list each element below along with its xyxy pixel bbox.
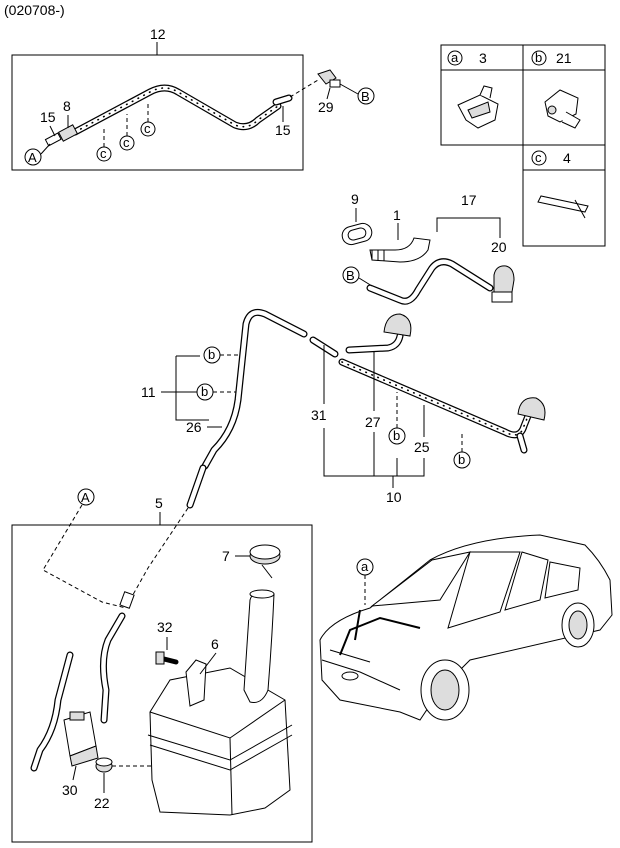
hose-joint-8: [44, 124, 79, 147]
legend-a-letter: a: [451, 50, 459, 65]
legend-b-part: 21: [556, 50, 572, 66]
reservoir-assembly: 30 22 6 7 32: [30, 544, 293, 816]
legend-a-part: 3: [479, 50, 487, 66]
callout-1: 1: [393, 207, 401, 223]
svg-text:b: b: [458, 452, 465, 467]
callout-15b: 15: [275, 122, 291, 138]
callout-12: 12: [150, 26, 166, 42]
svg-text:c: c: [144, 121, 151, 136]
legend-b-letter: b: [535, 50, 542, 65]
diagram-code: (020708-): [4, 2, 65, 18]
ref-A1-label: A: [28, 150, 37, 165]
ref-A2-label: A: [81, 490, 90, 505]
ref-circle-B1: [357, 87, 375, 105]
callout-17: 17: [461, 192, 477, 208]
svg-text:b: b: [393, 428, 400, 443]
clip-refs-c: c c c: [96, 101, 156, 162]
legend-c-part: 4: [563, 150, 571, 166]
callout-7: 7: [222, 548, 230, 564]
car-illustration: a: [319, 534, 613, 721]
callout-20: 20: [491, 239, 507, 255]
ref-a1-label: a: [361, 559, 369, 574]
svg-text:c: c: [100, 146, 107, 161]
callout-22: 22: [94, 795, 110, 811]
callout-9: 9: [351, 191, 359, 207]
legend-grid: a 3 b 21 c 4: [440, 44, 606, 247]
callout-11: 11: [141, 384, 156, 400]
ref-B1-label: B: [361, 89, 370, 104]
callout-27: 27: [365, 414, 381, 430]
front-washer-hoses: 11 b b 26 31 27 25 10 b b: [141, 308, 546, 509]
ref-B2-label: B: [346, 268, 355, 283]
legend-c-letter: c: [535, 150, 542, 165]
callout-31: 31: [311, 407, 327, 423]
callout-29: 29: [318, 99, 334, 115]
joint-29: [289, 69, 341, 98]
callout-5: 5: [155, 495, 163, 511]
callout-32: 32: [157, 619, 173, 635]
callout-25: 25: [414, 439, 430, 455]
ref-circle-A1: [24, 148, 42, 166]
group-17: 17 9 1 20 B: [341, 191, 515, 305]
group-12-frame: [11, 54, 304, 171]
callout-6: 6: [211, 636, 219, 652]
svg-text:b: b: [208, 347, 215, 362]
callout-26: 26: [186, 419, 202, 435]
svg-text:b: b: [201, 384, 208, 399]
ref-circle-A2: [77, 488, 95, 506]
svg-text:c: c: [123, 135, 130, 150]
group-5-frame: [11, 524, 313, 843]
callout-8: 8: [63, 98, 71, 114]
callout-15a: 15: [40, 109, 56, 125]
callout-10: 10: [386, 489, 402, 505]
callout-30: 30: [62, 782, 78, 798]
rear-washer-hose: [71, 84, 282, 136]
